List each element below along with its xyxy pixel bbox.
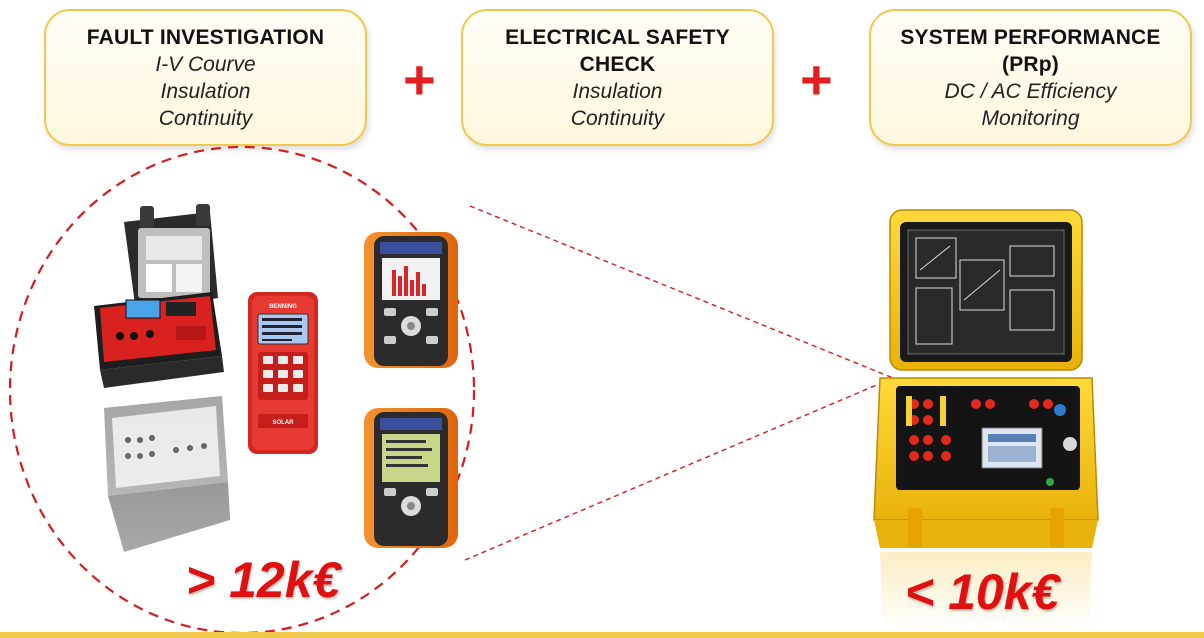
benning-handheld-tester	[248, 292, 318, 454]
fault-item-continuity: Continuity	[158, 106, 253, 130]
orange-handheld-tester-top	[364, 232, 458, 368]
fault-investigation-box: FAULT INVESTIGATION I-V Courve Insulatio…	[44, 9, 367, 146]
fault-item-insulation: Insulation	[160, 79, 251, 103]
price-right-kit: < 10k€	[905, 564, 1060, 620]
orange-handheld-tester-bottom	[364, 408, 458, 548]
perf-item-efficiency: DC / AC Efficiency	[944, 79, 1117, 103]
safety-item-insulation: Insulation	[572, 79, 663, 103]
safety-item-continuity: Continuity	[570, 106, 665, 130]
red-case-tester	[94, 204, 224, 388]
fault-item-iv-curve: I-V Courve	[155, 52, 256, 76]
plus-sign-2: +	[800, 48, 833, 111]
yellow-multifunction-tester	[873, 209, 1099, 548]
system-performance-title-2: (PRp)	[1002, 52, 1059, 76]
grey-case-tester-reflection	[104, 396, 230, 560]
fault-investigation-title: FAULT INVESTIGATION	[86, 25, 325, 49]
system-performance-title-1: SYSTEM PERFORMANCE	[900, 25, 1161, 49]
electrical-safety-box: ELECTRICAL SAFETY CHECK Insulation Conti…	[461, 9, 774, 146]
plus-sign-1: +	[403, 48, 436, 111]
benning-brand-label: BENNING	[269, 304, 297, 310]
electrical-safety-title-1: ELECTRICAL SAFETY	[505, 25, 730, 49]
yellow-tester-reflection	[880, 552, 1092, 632]
comparison-dashed-circle	[8, 145, 894, 635]
system-performance-box: SYSTEM PERFORMANCE (PRp) DC / AC Efficie…	[869, 9, 1192, 146]
price-left-kit: > 12k€	[186, 552, 341, 608]
electrical-safety-title-2: CHECK	[579, 52, 656, 76]
bottom-accent-line	[0, 632, 1204, 638]
benning-sub-label: SOLAR	[273, 420, 295, 426]
perf-item-monitoring: Monitoring	[981, 106, 1080, 130]
